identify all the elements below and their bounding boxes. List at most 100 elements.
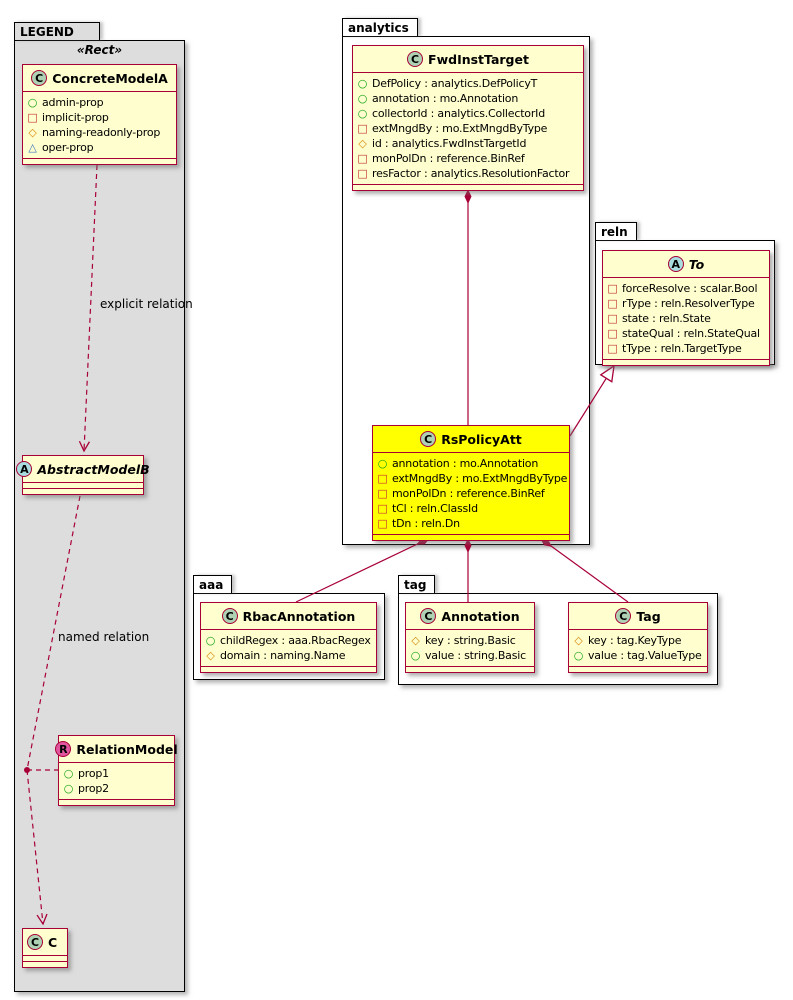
methods-compartment: [373, 534, 569, 540]
triangle-icon: [27, 142, 38, 153]
fields-compartment: childRegex : aaa.RbacRegex domain : nami…: [201, 629, 376, 666]
square-icon: [607, 343, 618, 354]
field-text: monPolDn : reference.BinRef: [392, 487, 545, 500]
field-row: monPolDn : reference.BinRef: [377, 486, 564, 501]
square-icon: [357, 123, 368, 134]
named-relation-label: named relation: [58, 630, 150, 644]
methods-compartment: [23, 488, 143, 494]
field-row: oper-prop: [27, 140, 171, 155]
field-row: key : tag.KeyType: [573, 633, 702, 648]
field-text: value : tag.ValueType: [588, 649, 702, 662]
legend-stereotype: «Rect»: [76, 43, 123, 57]
class-spot-icon: C: [31, 70, 48, 86]
class-header: C C: [23, 929, 67, 955]
field-text: resFactor : analytics.ResolutionFactor: [372, 167, 570, 180]
methods-compartment: [353, 184, 583, 190]
methods-compartment: [59, 799, 174, 805]
fields-compartment: key : tag.KeyType value : tag.ValueType: [569, 629, 707, 666]
class-header: A AbstractModelB: [16, 456, 150, 482]
field-text: domain : naming.Name: [220, 649, 346, 662]
class-to: A To forceResolve : scalar.Bool rType : …: [602, 250, 770, 366]
field-text: tType : reln.TargetType: [622, 342, 742, 355]
field-text: extMngdBy : mo.ExtMngdByType: [392, 472, 568, 485]
circle-icon: [357, 93, 368, 104]
square-icon: [377, 503, 388, 514]
class-spot-icon: C: [615, 608, 632, 624]
field-text: prop2: [78, 782, 109, 795]
square-icon: [377, 488, 388, 499]
class-name: RbacAnnotation: [242, 608, 356, 624]
diamond-icon: [357, 138, 368, 149]
diamond-icon: [205, 650, 216, 661]
diamond-icon: [27, 127, 38, 138]
circle-icon: [573, 650, 584, 661]
fields-compartment: DefPolicy : analytics.DefPolicyT annotat…: [353, 72, 583, 184]
square-icon: [377, 473, 388, 484]
class-tag: C Tag key : tag.KeyType value : tag.Valu…: [568, 602, 708, 673]
field-text: rType : reln.ResolverType: [622, 297, 755, 310]
field-row: childRegex : aaa.RbacRegex: [205, 633, 371, 648]
class-rbacannotation: C RbacAnnotation childRegex : aaa.RbacRe…: [200, 602, 377, 673]
square-icon: [607, 283, 618, 294]
aaa-package-tab: aaa: [193, 575, 233, 593]
class-spot-icon: C: [27, 934, 43, 950]
field-text: monPolDn : reference.BinRef: [372, 152, 525, 165]
square-icon: [27, 112, 38, 123]
circle-icon: [357, 108, 368, 119]
field-text: collectorId : analytics.CollectorId: [372, 107, 545, 120]
fields-compartment: [23, 955, 67, 961]
fields-compartment: [23, 482, 143, 488]
field-text: annotation : mo.Annotation: [372, 92, 519, 105]
circle-icon: [357, 78, 368, 89]
field-row: extMngdBy : mo.ExtMngdByType: [357, 121, 578, 136]
field-row: implicit-prop: [27, 110, 171, 125]
fields-compartment: key : string.Basic value : string.Basic: [406, 629, 534, 666]
abstract-class-spot-icon: A: [16, 461, 33, 477]
class-header: C RbacAnnotation: [201, 603, 376, 629]
field-text: value : string.Basic: [425, 649, 526, 662]
field-row: monPolDn : reference.BinRef: [357, 151, 578, 166]
class-spot-icon: C: [407, 51, 424, 67]
circle-icon: [63, 768, 74, 779]
class-name: RsPolicyAtt: [441, 431, 522, 447]
field-row: state : reln.State: [607, 311, 764, 326]
methods-compartment: [23, 158, 176, 164]
field-text: key : tag.KeyType: [588, 634, 682, 647]
field-row: annotation : mo.Annotation: [357, 91, 578, 106]
circle-icon: [377, 458, 388, 469]
reln-package-tab: reln: [595, 222, 637, 240]
class-header: A To: [603, 251, 769, 277]
square-icon: [357, 168, 368, 179]
field-row: tDn : reln.Dn: [377, 516, 564, 531]
fields-compartment: prop1 prop2: [59, 762, 174, 799]
field-text: childRegex : aaa.RbacRegex: [220, 634, 371, 647]
field-text: annotation : mo.Annotation: [392, 457, 539, 470]
class-relationmodel: R RelationModel prop1 prop2: [55, 735, 178, 806]
class-name: RelationModel: [76, 741, 178, 757]
class-c: C C: [22, 928, 68, 968]
square-icon: [607, 298, 618, 309]
fields-compartment: forceResolve : scalar.Bool rType : reln.…: [603, 277, 769, 359]
class-spot-icon: C: [420, 431, 437, 447]
class-name: Annotation: [441, 608, 520, 624]
class-header: C ConcreteModelA: [23, 65, 176, 91]
square-icon: [377, 518, 388, 529]
field-text: stateQual : reln.StateQual: [622, 327, 760, 340]
fields-compartment: annotation : mo.Annotation extMngdBy : m…: [373, 452, 569, 534]
methods-compartment: [406, 666, 534, 672]
relation-class-spot-icon: R: [55, 741, 72, 757]
fields-compartment: admin-prop implicit-prop naming-readonly…: [23, 91, 176, 158]
methods-compartment: [569, 666, 707, 672]
field-text: extMngdBy : mo.ExtMngdByType: [372, 122, 548, 135]
explicit-relation-label: explicit relation: [100, 297, 193, 311]
methods-compartment: [23, 961, 67, 967]
field-row: tType : reln.TargetType: [607, 341, 764, 356]
class-name: AbstractModelB: [37, 461, 150, 477]
field-text: state : reln.State: [622, 312, 711, 325]
methods-compartment: [603, 359, 769, 365]
field-row: id : analytics.FwdInstTargetId: [357, 136, 578, 151]
field-row: admin-prop: [27, 95, 171, 110]
class-header: R RelationModel: [55, 736, 178, 762]
legend-package-body: [14, 40, 185, 992]
class-annotation: C Annotation key : string.Basic value : …: [405, 602, 535, 673]
